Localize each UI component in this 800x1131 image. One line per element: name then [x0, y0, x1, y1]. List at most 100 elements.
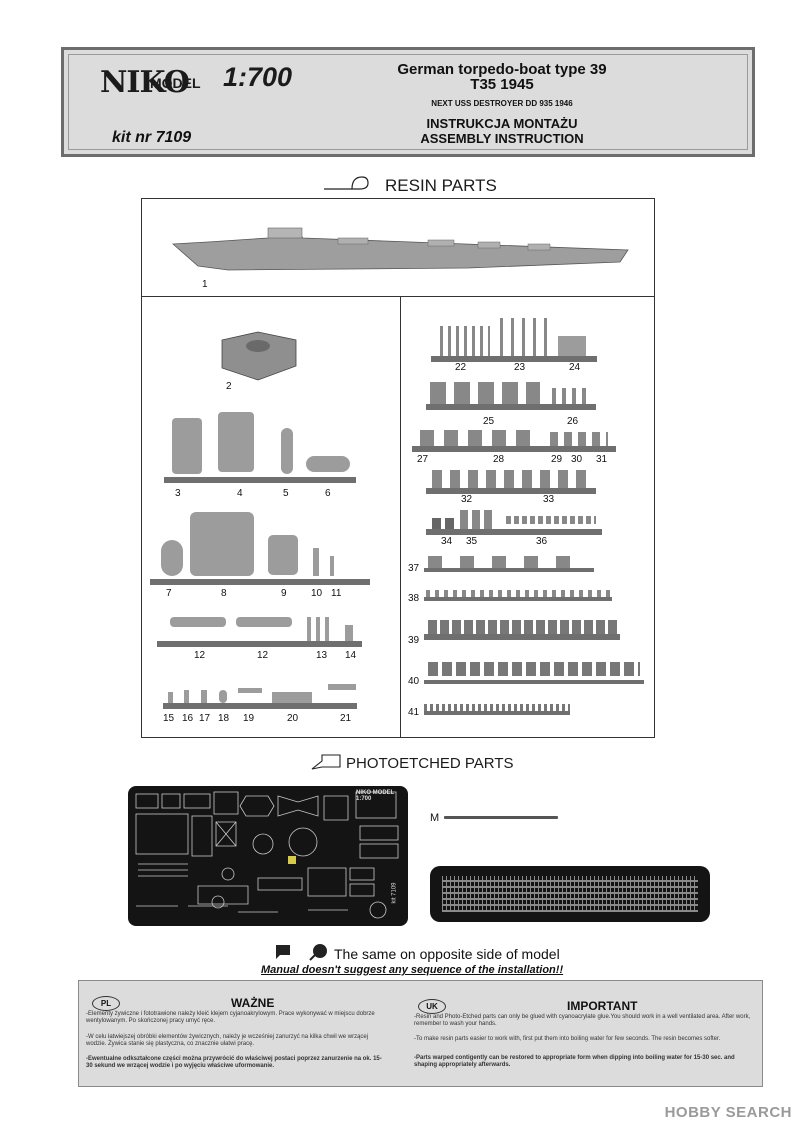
part-number: 34: [441, 536, 453, 547]
part: [307, 617, 311, 641]
part-number: 38: [408, 593, 420, 604]
pe-fret-logo: NIKO MODEL 1:700: [356, 790, 395, 802]
part: [330, 556, 334, 576]
part-number: 17: [199, 713, 211, 724]
part: [550, 432, 608, 446]
sprue: [164, 477, 356, 483]
part-number: 8: [221, 588, 227, 599]
part: [558, 336, 586, 356]
watermark: HOBBY SEARCH: [664, 1104, 792, 1121]
part-number: 32: [461, 494, 473, 505]
part-number: 23: [514, 362, 526, 373]
sprue: [412, 446, 616, 452]
sprue: [426, 404, 596, 410]
part: [506, 516, 596, 524]
part-number: 2: [226, 381, 232, 392]
deck-part: [190, 512, 254, 576]
part: [201, 690, 207, 703]
part: [428, 662, 640, 676]
part-number: 12: [257, 650, 269, 661]
part: [325, 617, 329, 641]
part-number: 40: [408, 676, 420, 687]
torpedo-tube-part: [170, 617, 226, 627]
part: [161, 540, 183, 576]
part-number: 35: [466, 536, 478, 547]
part-number: 33: [543, 494, 555, 505]
part-number: 16: [182, 713, 194, 724]
pe-fret-kit: kit 7109: [391, 882, 398, 904]
sprue: [424, 711, 570, 715]
part-number: 21: [340, 713, 352, 724]
part-number: 41: [408, 707, 420, 718]
part-number: 5: [283, 488, 289, 499]
part: [500, 318, 550, 356]
divider-vertical: [400, 296, 401, 738]
part: [460, 510, 496, 529]
uk-paragraph: -To make resin parts easier to work with…: [414, 1036, 721, 1042]
part-number: 31: [596, 454, 608, 465]
pin-icon: [309, 944, 327, 961]
part: [316, 617, 320, 641]
photoetched-parts-title: PHOTOETCHED PARTS: [346, 755, 514, 772]
part-number: 14: [345, 650, 357, 661]
part: [345, 625, 353, 641]
part-number: 36: [536, 536, 548, 547]
part: [426, 590, 612, 597]
funnel-part: [172, 418, 202, 474]
logo-model: MODEL: [150, 75, 201, 91]
part: [420, 430, 540, 446]
part-number: 10: [311, 588, 323, 599]
part-number: 24: [569, 362, 581, 373]
bridge-part: [221, 331, 297, 381]
sprue: [424, 680, 644, 684]
part: [168, 692, 173, 703]
kit-number: kit nr 7109: [112, 129, 192, 146]
pe-fret-railings: [430, 866, 710, 922]
uk-badge: UK: [418, 999, 446, 1014]
uk-title: IMPORTANT: [567, 999, 638, 1013]
part-number: 12: [194, 650, 206, 661]
part: [440, 326, 490, 356]
title-line1: German torpedo-boat type 39: [397, 61, 607, 78]
part-number: 3: [175, 488, 181, 499]
resin-icon: [324, 176, 369, 190]
pl-badge: PL: [92, 996, 120, 1011]
pe-railing-rows: [442, 876, 698, 912]
part: [432, 518, 456, 529]
header-box: [61, 47, 755, 157]
part: [272, 692, 312, 703]
part: [328, 684, 356, 690]
part-number: 22: [455, 362, 467, 373]
hull-part: [172, 227, 629, 271]
boat-part: [281, 428, 293, 474]
resin-parts-title: RESIN PARTS: [385, 176, 497, 195]
part-number: 15: [163, 713, 175, 724]
pe-fret-main: NIKO MODEL 1:700 kit 7109: [128, 786, 408, 926]
part-number: 6: [325, 488, 331, 499]
sprue: [424, 634, 620, 640]
part-number: 27: [417, 454, 429, 465]
part-number: 18: [218, 713, 230, 724]
sprue: [163, 703, 357, 709]
part-number: 26: [567, 416, 579, 427]
sprue: [150, 579, 370, 585]
divider-horizontal: [141, 296, 655, 297]
part: [268, 535, 298, 575]
part-number: 37: [408, 563, 420, 574]
sprue: [431, 356, 597, 362]
part-number: 4: [237, 488, 243, 499]
part: [238, 688, 262, 693]
scale-label: 1:700: [223, 62, 293, 92]
part: [184, 690, 189, 703]
part: [432, 470, 588, 488]
instruction-en: ASSEMBLY INSTRUCTION: [420, 131, 584, 146]
torpedo-tube-part: [236, 617, 292, 627]
part-number: 20: [287, 713, 299, 724]
sprue: [426, 488, 596, 494]
pl-paragraph: -W celu łatwiejszej obróbki elementów ży…: [86, 1034, 369, 1047]
pe-part-m: [444, 816, 558, 819]
sprue: [157, 641, 362, 647]
part: [552, 388, 592, 404]
boat-part: [306, 456, 350, 472]
part-number: 1: [202, 279, 208, 290]
